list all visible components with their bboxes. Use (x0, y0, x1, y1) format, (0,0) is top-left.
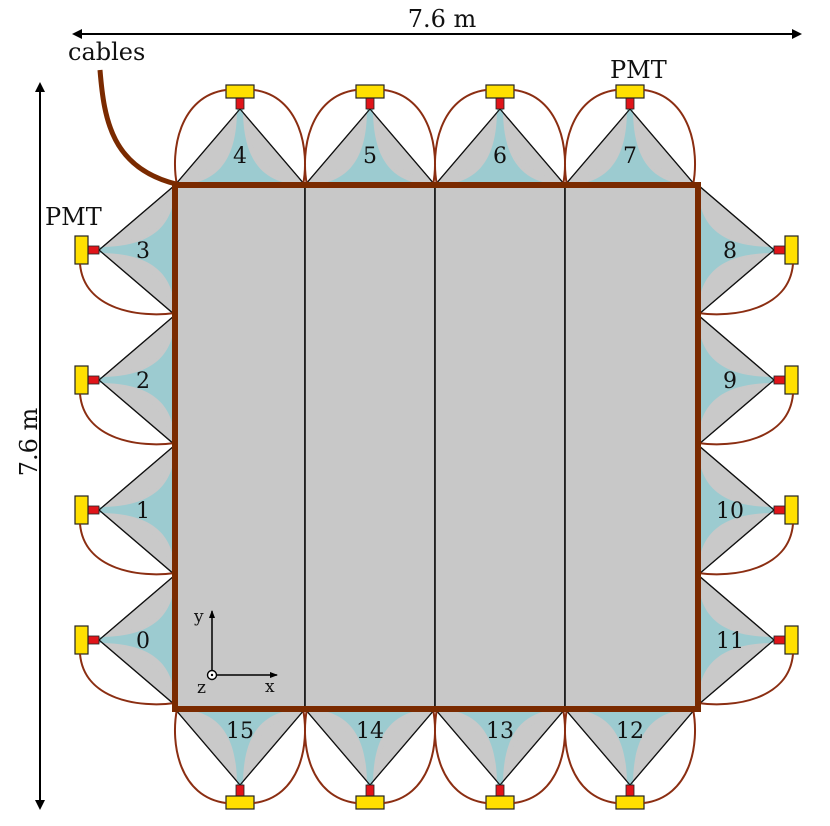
cable-right-8 (697, 263, 794, 316)
width-dimension-label: 7.6 m (408, 5, 477, 33)
pmt-label-top: PMT (610, 56, 667, 84)
pmt-neck (495, 96, 505, 110)
height-dimension: 7.6 m (15, 82, 45, 810)
guide-number-top-7: 7 (623, 144, 637, 169)
main-cable (97, 69, 177, 187)
pmt-neck (86, 505, 100, 515)
light-guide-top-4 (173, 84, 307, 186)
guide-number-bottom-14: 14 (356, 719, 384, 744)
pmt-neck (86, 245, 100, 255)
panel-4 (564, 184, 699, 710)
light-guide-top-6 (433, 84, 567, 186)
pmt-neck (235, 784, 245, 798)
pmt-neck (773, 505, 787, 515)
pmt-neck (625, 784, 635, 798)
guide-number-right-8: 8 (723, 239, 737, 264)
light-guide-left-0 (74, 573, 176, 707)
cable-right-9 (697, 393, 794, 446)
x-axis-label: x (265, 677, 275, 697)
z-axis-label: z (197, 678, 206, 698)
guide-number-left-0: 0 (136, 629, 150, 654)
pmt-neck (365, 96, 375, 110)
panel-2 (304, 184, 436, 710)
light-guide-top-7 (563, 84, 697, 186)
scintillator-panels (174, 184, 699, 710)
guide-number-top-6: 6 (493, 144, 507, 169)
pmt (74, 365, 89, 395)
cable-top-6 (434, 89, 487, 186)
guide-number-bottom-13: 13 (486, 719, 514, 744)
pmt-neck (773, 245, 787, 255)
cable-top-5 (304, 89, 357, 186)
height-dimension-label: 7.6 m (15, 407, 43, 476)
panel-3 (434, 184, 566, 710)
panel-1 (174, 184, 306, 710)
pmt (225, 795, 255, 810)
width-dimension: 7.6 m (72, 5, 802, 39)
pmt (74, 495, 89, 525)
pmt-cables (79, 89, 794, 804)
cables-label: cables (68, 38, 145, 66)
cable-bottom-14 (304, 708, 357, 804)
pmt-neck (495, 784, 505, 798)
pmt-neck (773, 375, 787, 385)
pmt (225, 84, 255, 99)
pmt (355, 84, 385, 99)
cable-right-11 (697, 653, 794, 706)
cable-top-7 (564, 89, 617, 186)
coordinate-axes: y x z (193, 607, 278, 698)
guide-number-bottom-12: 12 (616, 719, 644, 744)
pmt-neck (773, 635, 787, 645)
cable-bottom-12 (564, 708, 617, 804)
light-guide-top-5 (303, 84, 437, 186)
pmt (485, 795, 515, 810)
guide-number-top-5: 5 (363, 144, 377, 169)
light-guide-right-11 (697, 573, 799, 707)
detector-frame (172, 182, 701, 712)
pmt-label-left: PMT (45, 203, 102, 231)
pmt (355, 795, 385, 810)
pmt (784, 365, 799, 395)
pmt-neck (365, 784, 375, 798)
pmt (784, 235, 799, 265)
pmt-neck (625, 96, 635, 110)
light-guide-left-2 (74, 313, 176, 447)
cable-left-0 (79, 653, 176, 706)
cable-bottom-13 (434, 708, 487, 804)
guide-number-right-9: 9 (723, 369, 737, 394)
pmt-neck (235, 96, 245, 110)
guide-number-right-10: 10 (716, 499, 744, 524)
y-axis-label: y (193, 607, 204, 627)
cable-bottom-15 (174, 708, 227, 804)
cable-left-3 (79, 263, 176, 316)
guide-number-right-11: 11 (716, 629, 744, 654)
cable-left-2 (79, 393, 176, 446)
light-guide-right-9 (697, 313, 799, 447)
guide-number-bottom-15: 15 (226, 719, 254, 744)
pmt (485, 84, 515, 99)
light-guide-right-8 (697, 183, 799, 317)
pmt (74, 235, 89, 265)
pmt (615, 795, 645, 810)
guide-number-top-4: 4 (233, 144, 247, 169)
guide-number-left-3: 3 (136, 239, 150, 264)
guide-number-left-2: 2 (136, 369, 150, 394)
cable-bottom-12-b (643, 708, 696, 804)
pmt (74, 625, 89, 655)
cable-left-1 (79, 523, 176, 576)
cable-right-10 (697, 523, 794, 576)
guide-number-left-1: 1 (136, 499, 150, 524)
light-guide-left-1 (74, 443, 176, 577)
pmt-neck (86, 375, 100, 385)
pmt (784, 495, 799, 525)
pmt-neck (86, 635, 100, 645)
cable-top-7-b (643, 89, 696, 186)
light-guide-right-10 (697, 443, 799, 577)
pmt (784, 625, 799, 655)
pmt (615, 84, 645, 99)
cable-top-4 (174, 89, 227, 186)
